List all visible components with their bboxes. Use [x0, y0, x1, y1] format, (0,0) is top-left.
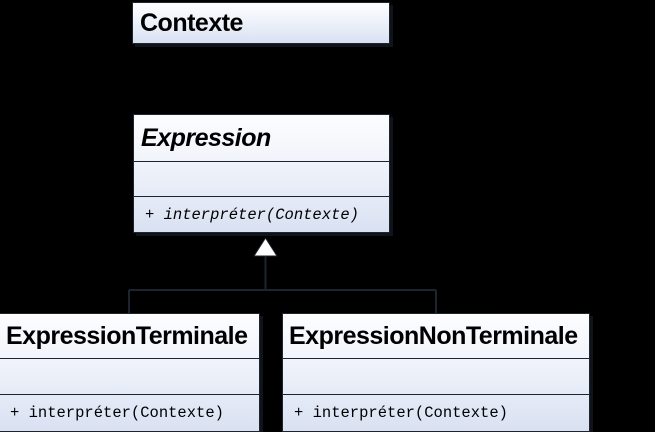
- uml-class-contexte[interactable]: Contexte: [132, 2, 390, 44]
- operation-expression-interpreter: + interpréter(Contexte): [134, 196, 389, 232]
- class-name-contexte: Contexte: [140, 8, 243, 37]
- attributes-compartment-expression: [134, 161, 389, 196]
- class-name-expression-non-terminale: ExpressionNonTerminale: [289, 321, 578, 350]
- attributes-compartment-expression-non-terminale: [283, 358, 589, 394]
- class-name-expression: Expression: [141, 123, 271, 152]
- hollow-triangle-icon: [253, 237, 278, 257]
- attributes-compartment-expression-terminale: [0, 358, 259, 394]
- class-name-expression-terminale: ExpressionTerminale: [6, 321, 248, 350]
- operation-expression-terminale-interpreter: + interpréter(Contexte): [0, 394, 259, 431]
- operation-expression-non-terminale-interpreter: + interpréter(Contexte): [283, 394, 589, 431]
- uml-class-expression[interactable]: Expression + interpréter(Contexte): [133, 114, 390, 233]
- uml-class-expression-terminale[interactable]: ExpressionTerminale + interpréter(Contex…: [0, 313, 260, 432]
- uml-class-expression-non-terminale[interactable]: ExpressionNonTerminale + interpréter(Con…: [282, 313, 590, 432]
